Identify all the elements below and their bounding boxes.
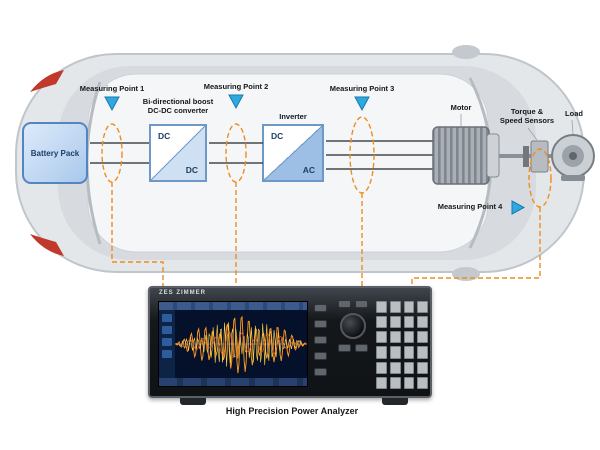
analyzer-key — [417, 361, 428, 374]
screen-menu-button — [162, 314, 172, 322]
dcdc-input-label: DC — [158, 131, 171, 141]
analyzer-key — [389, 331, 401, 344]
inverter-title: Inverter — [279, 112, 307, 121]
analyzer-key — [389, 376, 401, 389]
battery-pack-box: Battery Pack — [22, 122, 88, 184]
analyzer-key — [417, 376, 428, 389]
screen-side-menu — [159, 310, 175, 378]
side-mirror-bottom — [452, 267, 480, 281]
measuring-point-4-label: Measuring Point 4 — [437, 202, 503, 211]
analyzer-knob — [340, 313, 366, 339]
analyzer-key — [376, 316, 387, 329]
motor-label: Motor — [450, 103, 472, 112]
inverter-output-label: AC — [302, 165, 315, 175]
analyzer-key — [417, 346, 428, 359]
analyzer-key — [403, 346, 415, 359]
analyzer-key — [389, 346, 401, 359]
analyzer-button — [314, 368, 327, 376]
battery-pack-label: Battery Pack — [30, 148, 80, 158]
analyzer-caption: High Precision Power Analyzer — [225, 406, 359, 416]
measuring-point-3-label: Measuring Point 3 — [329, 84, 395, 93]
analyzer-key — [376, 376, 387, 389]
dcdc-converter-box: DC DC — [149, 124, 207, 182]
analyzer-key — [403, 361, 415, 374]
dcdc-title: Bi-directional boost DC-DC converter — [126, 97, 230, 115]
analyzer-button — [314, 320, 327, 328]
analyzer-brand: ZES ZIMMER — [159, 290, 206, 296]
inverter-box: DC AC — [262, 124, 324, 182]
analyzer-button — [314, 304, 327, 312]
analyzer-key — [389, 361, 401, 374]
analyzer-button — [314, 352, 327, 360]
analyzer-button — [355, 300, 368, 308]
side-mirror-top — [452, 45, 480, 59]
screen-menu-button — [162, 326, 172, 334]
sensors-label: Torque & Speed Sensors — [498, 107, 556, 125]
analyzer-key — [376, 346, 387, 359]
analyzer-button — [338, 300, 351, 308]
analyzer-keypad — [376, 301, 428, 389]
analyzer-foot-right — [382, 398, 408, 405]
analyzer-key — [403, 301, 415, 314]
inverter-input-label: DC — [271, 131, 284, 141]
analyzer-key — [417, 301, 428, 314]
analyzer-button — [355, 344, 368, 352]
analyzer-mid-controls — [333, 300, 373, 352]
analyzer-foot-left — [180, 398, 206, 405]
analyzer-key — [403, 376, 415, 389]
softkey-column — [314, 304, 327, 376]
analyzer-key — [389, 301, 401, 314]
analyzer-screen — [158, 301, 308, 387]
screen-menu-button — [162, 350, 172, 358]
sensors-label-line1: Torque & — [510, 107, 544, 116]
screen-menu-button — [162, 338, 172, 346]
dcdc-title-line1: Bi-directional boost — [142, 97, 214, 106]
sensors-label-line2: Speed Sensors — [499, 116, 555, 125]
dcdc-output-label: DC — [185, 165, 198, 175]
analyzer-key — [376, 301, 387, 314]
dcdc-title-line2: DC-DC converter — [147, 106, 209, 115]
screen-menu-bar — [159, 302, 307, 310]
screen-status-bar — [159, 378, 307, 386]
analyzer-key — [417, 331, 428, 344]
power-analyzer: ZES ZIMMER — [148, 286, 432, 398]
tail-light-top — [30, 70, 64, 92]
analyzer-button — [314, 336, 327, 344]
analyzer-button — [338, 344, 351, 352]
measuring-point-2-label: Measuring Point 2 — [203, 82, 269, 91]
waveform-display — [175, 315, 307, 374]
analyzer-key — [376, 331, 387, 344]
analyzer-key — [376, 361, 387, 374]
tail-light-bottom — [30, 234, 64, 256]
analyzer-key — [417, 316, 428, 329]
measuring-point-1-label: Measuring Point 1 — [79, 84, 145, 93]
analyzer-key — [403, 331, 415, 344]
analyzer-key — [403, 316, 415, 329]
analyzer-key — [389, 316, 401, 329]
load-label: Load — [565, 109, 583, 118]
